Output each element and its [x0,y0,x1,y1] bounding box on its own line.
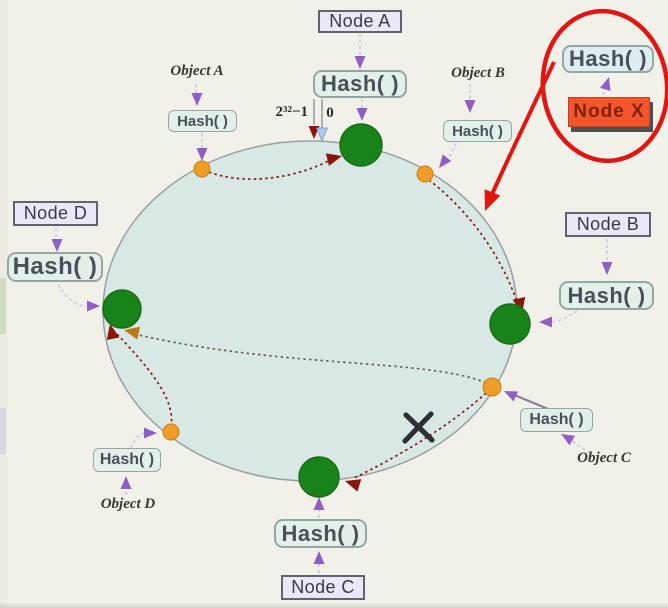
line-hash-objectd-point [130,432,147,449]
arrowhead [464,100,476,113]
object-point-c [482,377,502,397]
arrowhead [87,300,100,312]
node-a-label: Node A [318,10,402,33]
object-point-a [193,160,211,178]
node-point-d [102,289,142,329]
object-a-label: Object A [170,63,224,79]
hash-box-object-d: Hash( ) [93,448,161,472]
arrowhead [144,427,157,439]
arrowhead [539,316,552,328]
arrowhead [439,154,452,168]
range-min-arrowhead [315,127,329,142]
node-point-a [339,123,383,167]
arrowhead [356,108,368,121]
arrowhead [354,56,366,69]
object-point-d [162,423,180,441]
left-edge-artifact-purple [0,408,6,454]
node-x-label: Node X [568,97,650,127]
hash-box-node-b: Hash( ) [559,281,654,310]
arrowhead [313,551,325,564]
hash-box-node-x: Hash( ) [562,45,654,73]
hash-box-node-d: Hash( ) [7,252,103,282]
arrowhead [561,434,576,446]
node-c-label: Node C [281,575,365,600]
arrowhead [51,239,63,252]
object-point-b [416,165,434,183]
node-b-label: Node B [565,212,651,237]
arrowhead [120,476,132,489]
arrowhead-into-noded [106,324,120,341]
node-point-b [489,303,531,345]
line-hash-nodeb-point [548,310,578,323]
hash-box-object-a: Hash( ) [168,110,237,132]
arrowhead [313,497,325,510]
arrowhead-into-nodec [345,479,362,492]
line-objectc-hash [568,438,591,454]
hash-box-object-c: Hash( ) [520,408,593,432]
range-min-label: 0 [326,104,334,121]
bottom-edge-shade [0,602,668,608]
reassign-arrowhead-orange [124,326,141,340]
hash-box-node-a: Hash( ) [313,70,407,98]
node-points [102,123,531,498]
node-d-label: Node D [13,201,98,226]
object-d-label: Object D [100,496,156,512]
arrowhead [599,77,611,92]
arrowhead [191,93,203,106]
left-edge-artifact-green [0,278,6,334]
cross-out-x-icon [402,411,435,444]
hash-box-node-c: Hash( ) [274,519,367,548]
arrowhead [504,391,519,402]
object-c-label: Object C [577,450,631,466]
line-hash-noded-point [57,284,87,307]
arrowhead [601,262,613,275]
assignment-lines [116,158,517,479]
arrowhead-into-nodea [325,153,342,166]
object-points [162,160,502,441]
ring-wrap-markers [313,99,323,128]
arrowhead [196,148,208,161]
assign-objecta-nodea [208,158,333,180]
node-point-c [298,456,340,498]
range-max-label: 2³²−1 [275,103,308,120]
reassign-objectc-line [129,332,487,384]
assign-objectd-noded [116,333,173,428]
purple-arrowheads [51,56,613,564]
hash-box-object-b: Hash( ) [443,120,512,142]
object-b-label: Object B [451,65,505,81]
line-hash-objectb-point [442,142,457,165]
